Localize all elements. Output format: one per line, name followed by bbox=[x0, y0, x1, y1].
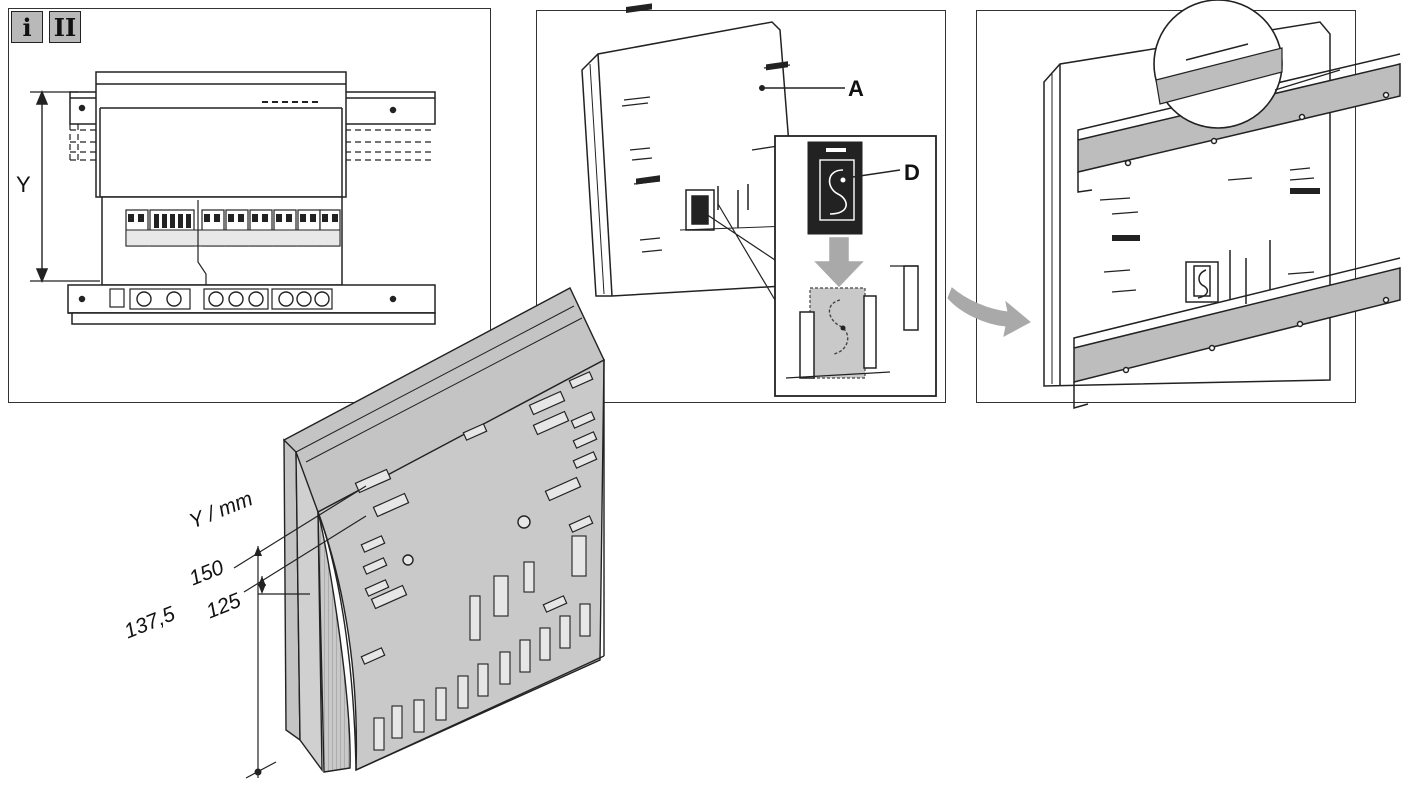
info-icon: i bbox=[11, 11, 43, 43]
isometric-housing-drawing bbox=[233, 287, 605, 779]
dimension-label-y: Y bbox=[16, 172, 31, 197]
down-arrow-icon bbox=[814, 237, 864, 288]
curved-arrow-icon bbox=[947, 287, 1031, 337]
callout-label-d: D bbox=[904, 160, 920, 185]
front-view-drawing bbox=[30, 71, 436, 325]
back-view-drawing bbox=[581, 3, 937, 397]
step-two-icon: II bbox=[49, 11, 81, 43]
callout-label-a: A bbox=[848, 76, 864, 101]
rail-mount-drawing bbox=[947, 0, 1401, 409]
